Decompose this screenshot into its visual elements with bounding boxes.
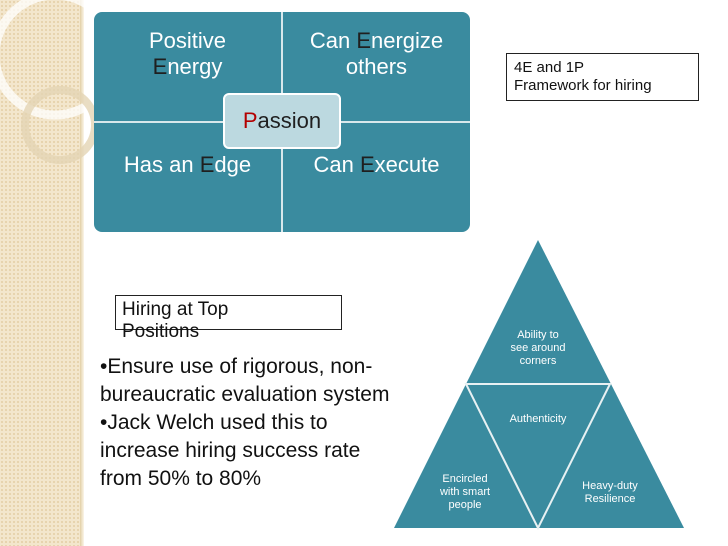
tri-text: Resilience	[584, 493, 636, 505]
framework-label-box: 4E and 1P Framework for hiring	[506, 53, 699, 101]
passion-text: assion	[257, 108, 322, 133]
tri-text: with smart	[439, 486, 491, 498]
triangle-diagram	[394, 240, 684, 530]
bullet-list: •Ensure use of rigorous, non-bureaucrati…	[100, 353, 390, 493]
inner-triangle-outline	[464, 383, 612, 530]
highlight-letter: E	[199, 151, 215, 177]
tri-text: people	[448, 499, 482, 511]
bullet-item: •Jack Welch used this to increase hiring…	[100, 411, 361, 490]
cell-text: Can	[313, 151, 360, 177]
bullet-item: •Ensure use of rigorous, non-bureaucrati…	[100, 355, 390, 406]
tri-text: corners	[519, 355, 557, 367]
hiring-label-box: Hiring at Top Positions	[115, 295, 342, 342]
triangle-label-bottom-left: Encircled with smart people	[425, 473, 505, 512]
tri-text: see around	[510, 342, 566, 354]
framework-label-line2: Framework for hiring	[514, 77, 652, 94]
triangle-label-top: Ability to see around corners	[498, 329, 578, 368]
cell-text: others	[345, 54, 408, 79]
highlight-letter: P	[242, 108, 258, 133]
highlight-letter: E	[359, 151, 375, 177]
cell-text: Positive	[148, 28, 227, 53]
triangle-label-bottom-right: Heavy-duty Resilience	[570, 480, 650, 506]
cell-text: Can	[309, 28, 357, 53]
has-edge-cell: Has an Edge	[94, 123, 281, 232]
can-execute-cell: Can Execute	[283, 123, 470, 232]
positive-energy-cell: Positive Energy	[94, 12, 281, 121]
framework-label-line1: 4E and 1P	[514, 59, 585, 76]
strip-edge	[80, 0, 84, 546]
cell-text: xecute	[374, 151, 440, 177]
triangle-label-center: Authenticity	[493, 413, 583, 426]
tri-text: Authenticity	[509, 413, 567, 425]
cell-text: dge	[214, 151, 252, 177]
hiring-label-line2: Positions	[122, 321, 200, 342]
tri-text: Ability to	[517, 329, 559, 341]
tri-text: Heavy-duty	[582, 480, 638, 492]
energize-others-cell: Can Energize others	[283, 12, 470, 121]
cell-text: nergy	[167, 54, 223, 79]
cell-text: Has an	[123, 151, 200, 177]
hiring-label-line1: Hiring at Top	[122, 299, 229, 320]
cell-text: nergize	[371, 28, 444, 53]
tri-text: Encircled	[442, 473, 488, 485]
highlight-letter: E	[152, 54, 168, 79]
highlight-letter: E	[356, 28, 371, 53]
